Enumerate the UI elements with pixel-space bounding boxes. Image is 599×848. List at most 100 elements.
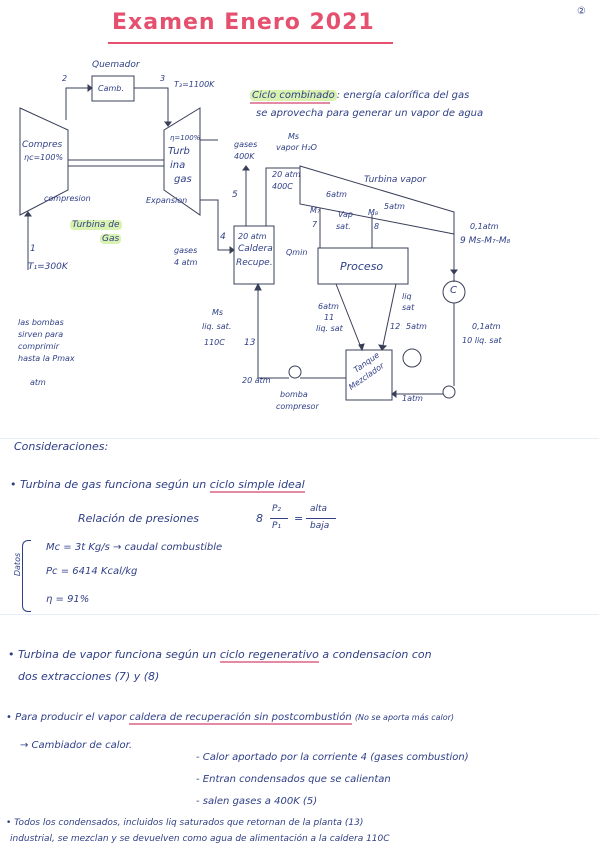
bomba-label-1: bomba — [280, 390, 308, 399]
page-number: ② — [577, 6, 586, 17]
liq11-label-1: 6atm — [318, 302, 339, 311]
sub-item-3: - salen gases a 400K (5) — [196, 796, 318, 807]
state-7-label: 7 — [312, 220, 318, 229]
ms-liq-label-1: Ms — [212, 308, 224, 317]
divider — [0, 438, 599, 439]
m7-label: M₇ — [310, 206, 321, 215]
relacion-value: 8 — [256, 512, 263, 525]
liq12-label-3: 12 — [390, 322, 401, 331]
vap-sat-label-2: sat. — [336, 222, 351, 231]
cambiador-label: → Cambiador de calor. — [20, 740, 132, 751]
proceso-label: Proceso — [340, 260, 384, 273]
state-13-label: 13 — [244, 338, 256, 348]
salida-pressure-label: 0,1atm — [470, 222, 499, 231]
consideraciones-heading: Consideraciones: — [14, 440, 109, 453]
state-8-label: 8 — [374, 222, 380, 231]
turbina-gas-label-2: Gas — [100, 234, 122, 244]
tanque-shape — [345, 349, 393, 401]
proceso-shape — [317, 247, 409, 285]
mc-line: Mc = 3t Kg/s → caudal combustible — [46, 542, 223, 553]
ms-liq-label-2: liq. sat. — [202, 322, 232, 331]
qmin-label: Qmin — [286, 248, 308, 257]
pc-line: Pc = 6414 Kcal/kg — [46, 566, 138, 577]
p20atm-label: 20 atm — [242, 376, 271, 385]
m8-label: M₈ — [368, 208, 379, 217]
fraction-1-bar — [270, 518, 288, 519]
turbina-label-1: Turb — [168, 146, 190, 157]
state-1-label: 1 — [30, 244, 36, 254]
liq12-label-4: 5atm — [406, 322, 427, 331]
fraction-2-bar — [306, 518, 336, 519]
p1atm-label: 1atm — [402, 394, 423, 403]
turbina-vapor-label: Turbina vapor — [364, 175, 427, 185]
note-line-5: atm — [30, 378, 46, 387]
liq10-label-2: 10 liq. sat — [462, 336, 502, 345]
p5atm-label: 5atm — [384, 202, 405, 211]
fraction-2-num: alta — [310, 504, 328, 514]
ms-vapor-label-2: vapor H₂O — [276, 143, 317, 152]
caldera-label: Caldera — [238, 244, 273, 254]
bullet-steam-turbine: • Turbina de vapor funciona según un cic… — [8, 648, 432, 663]
gases-side-label-2: 4 atm — [174, 258, 198, 267]
ms-liq-label-3: 110C — [204, 338, 225, 347]
compresor-label: Compres — [22, 140, 63, 150]
sub-item-1: - Calor aportado por la corriente 4 (gas… — [196, 752, 469, 763]
liq12-label-2: sat — [402, 303, 415, 312]
divider — [0, 614, 599, 615]
quemador-label: Quemador — [92, 60, 140, 70]
state-2-label: 2 — [62, 74, 68, 83]
note-line-4: hasta la Pmax — [18, 354, 75, 363]
turbina-label-2: ina — [170, 160, 186, 171]
gas-turbine-shape — [163, 107, 201, 216]
fraction-1-den: P₁ — [272, 521, 282, 531]
state-4-label: 4 — [220, 232, 226, 242]
bullet-gas-turbine: • Turbina de gas funciona según un ciclo… — [10, 478, 305, 493]
data-bracket — [22, 540, 31, 612]
sub-item-2: - Entran condensados que se calientan — [196, 774, 391, 785]
bullet-condensados: • Todos los condensados, incluidos liq s… — [6, 818, 364, 828]
bomba-label-2: compresor — [276, 402, 319, 411]
t1-label: T₁=300K — [28, 262, 68, 272]
gases-side-label-1: gases — [174, 246, 198, 255]
compresion-label: compresion — [44, 194, 91, 203]
fraction-2-den: baja — [310, 521, 330, 531]
vap-sat-label-1: Vap — [338, 210, 353, 219]
relacion-label: Relación de presiones — [78, 512, 200, 525]
salida-mass-label: 9 Ms-M₇-M₈ — [460, 236, 511, 246]
expansion-label: Expansion — [146, 196, 188, 205]
caldera-recupe-label: Recupe. — [236, 258, 273, 268]
note-line-1: las bombas — [18, 318, 64, 327]
vapor-pressure-label: 20 atm — [272, 170, 301, 179]
liq10-label-1: 0,1atm — [472, 322, 501, 331]
compressor-shape — [19, 107, 69, 216]
title-underline — [108, 42, 393, 44]
bullet-caldera: • Para producir el vapor caldera de recu… — [6, 712, 455, 725]
state-5-label: 5 — [232, 190, 238, 200]
p6atm-label: 6atm — [326, 190, 347, 199]
liq11-label-2: 11 — [324, 313, 335, 322]
data-label: Datos — [13, 552, 23, 577]
gases-top-label-2: 400K — [234, 152, 255, 161]
ms-vapor-label-1: Ms — [288, 132, 300, 141]
turbina-label-3: gas — [174, 174, 192, 185]
turbina-eta-label: η=100% — [170, 134, 201, 142]
liq11-label-3: liq. sat — [316, 324, 343, 333]
gases-top-label-1: gases — [234, 140, 258, 149]
note-line-2: sirven para — [18, 330, 64, 339]
compresor-eta-label: ηc=100% — [24, 153, 64, 162]
turbina-gas-label-1: Turbina de — [70, 220, 122, 230]
condenser-label: C — [450, 285, 457, 296]
ciclo-combinado-label: Ciclo combinado: energía calorífica del … — [250, 90, 470, 101]
page-title: Examen Enero 2021 — [112, 10, 375, 35]
note-line-3: comprimir — [18, 342, 59, 351]
ciclo-combinado-desc: se aprovecha para generar un vapor de ag… — [256, 108, 484, 119]
caldera-pressure: 20 atm — [238, 232, 267, 241]
vapor-temp-label: 400C — [272, 182, 293, 191]
equals-sign: = — [294, 512, 304, 525]
eta-line: η = 91% — [46, 594, 90, 605]
t3-label: T₃=1100K — [174, 80, 215, 89]
liq12-label-1: liq — [402, 292, 412, 301]
camara-label: Camb. — [98, 84, 124, 93]
state-3-label: 3 — [160, 74, 166, 83]
